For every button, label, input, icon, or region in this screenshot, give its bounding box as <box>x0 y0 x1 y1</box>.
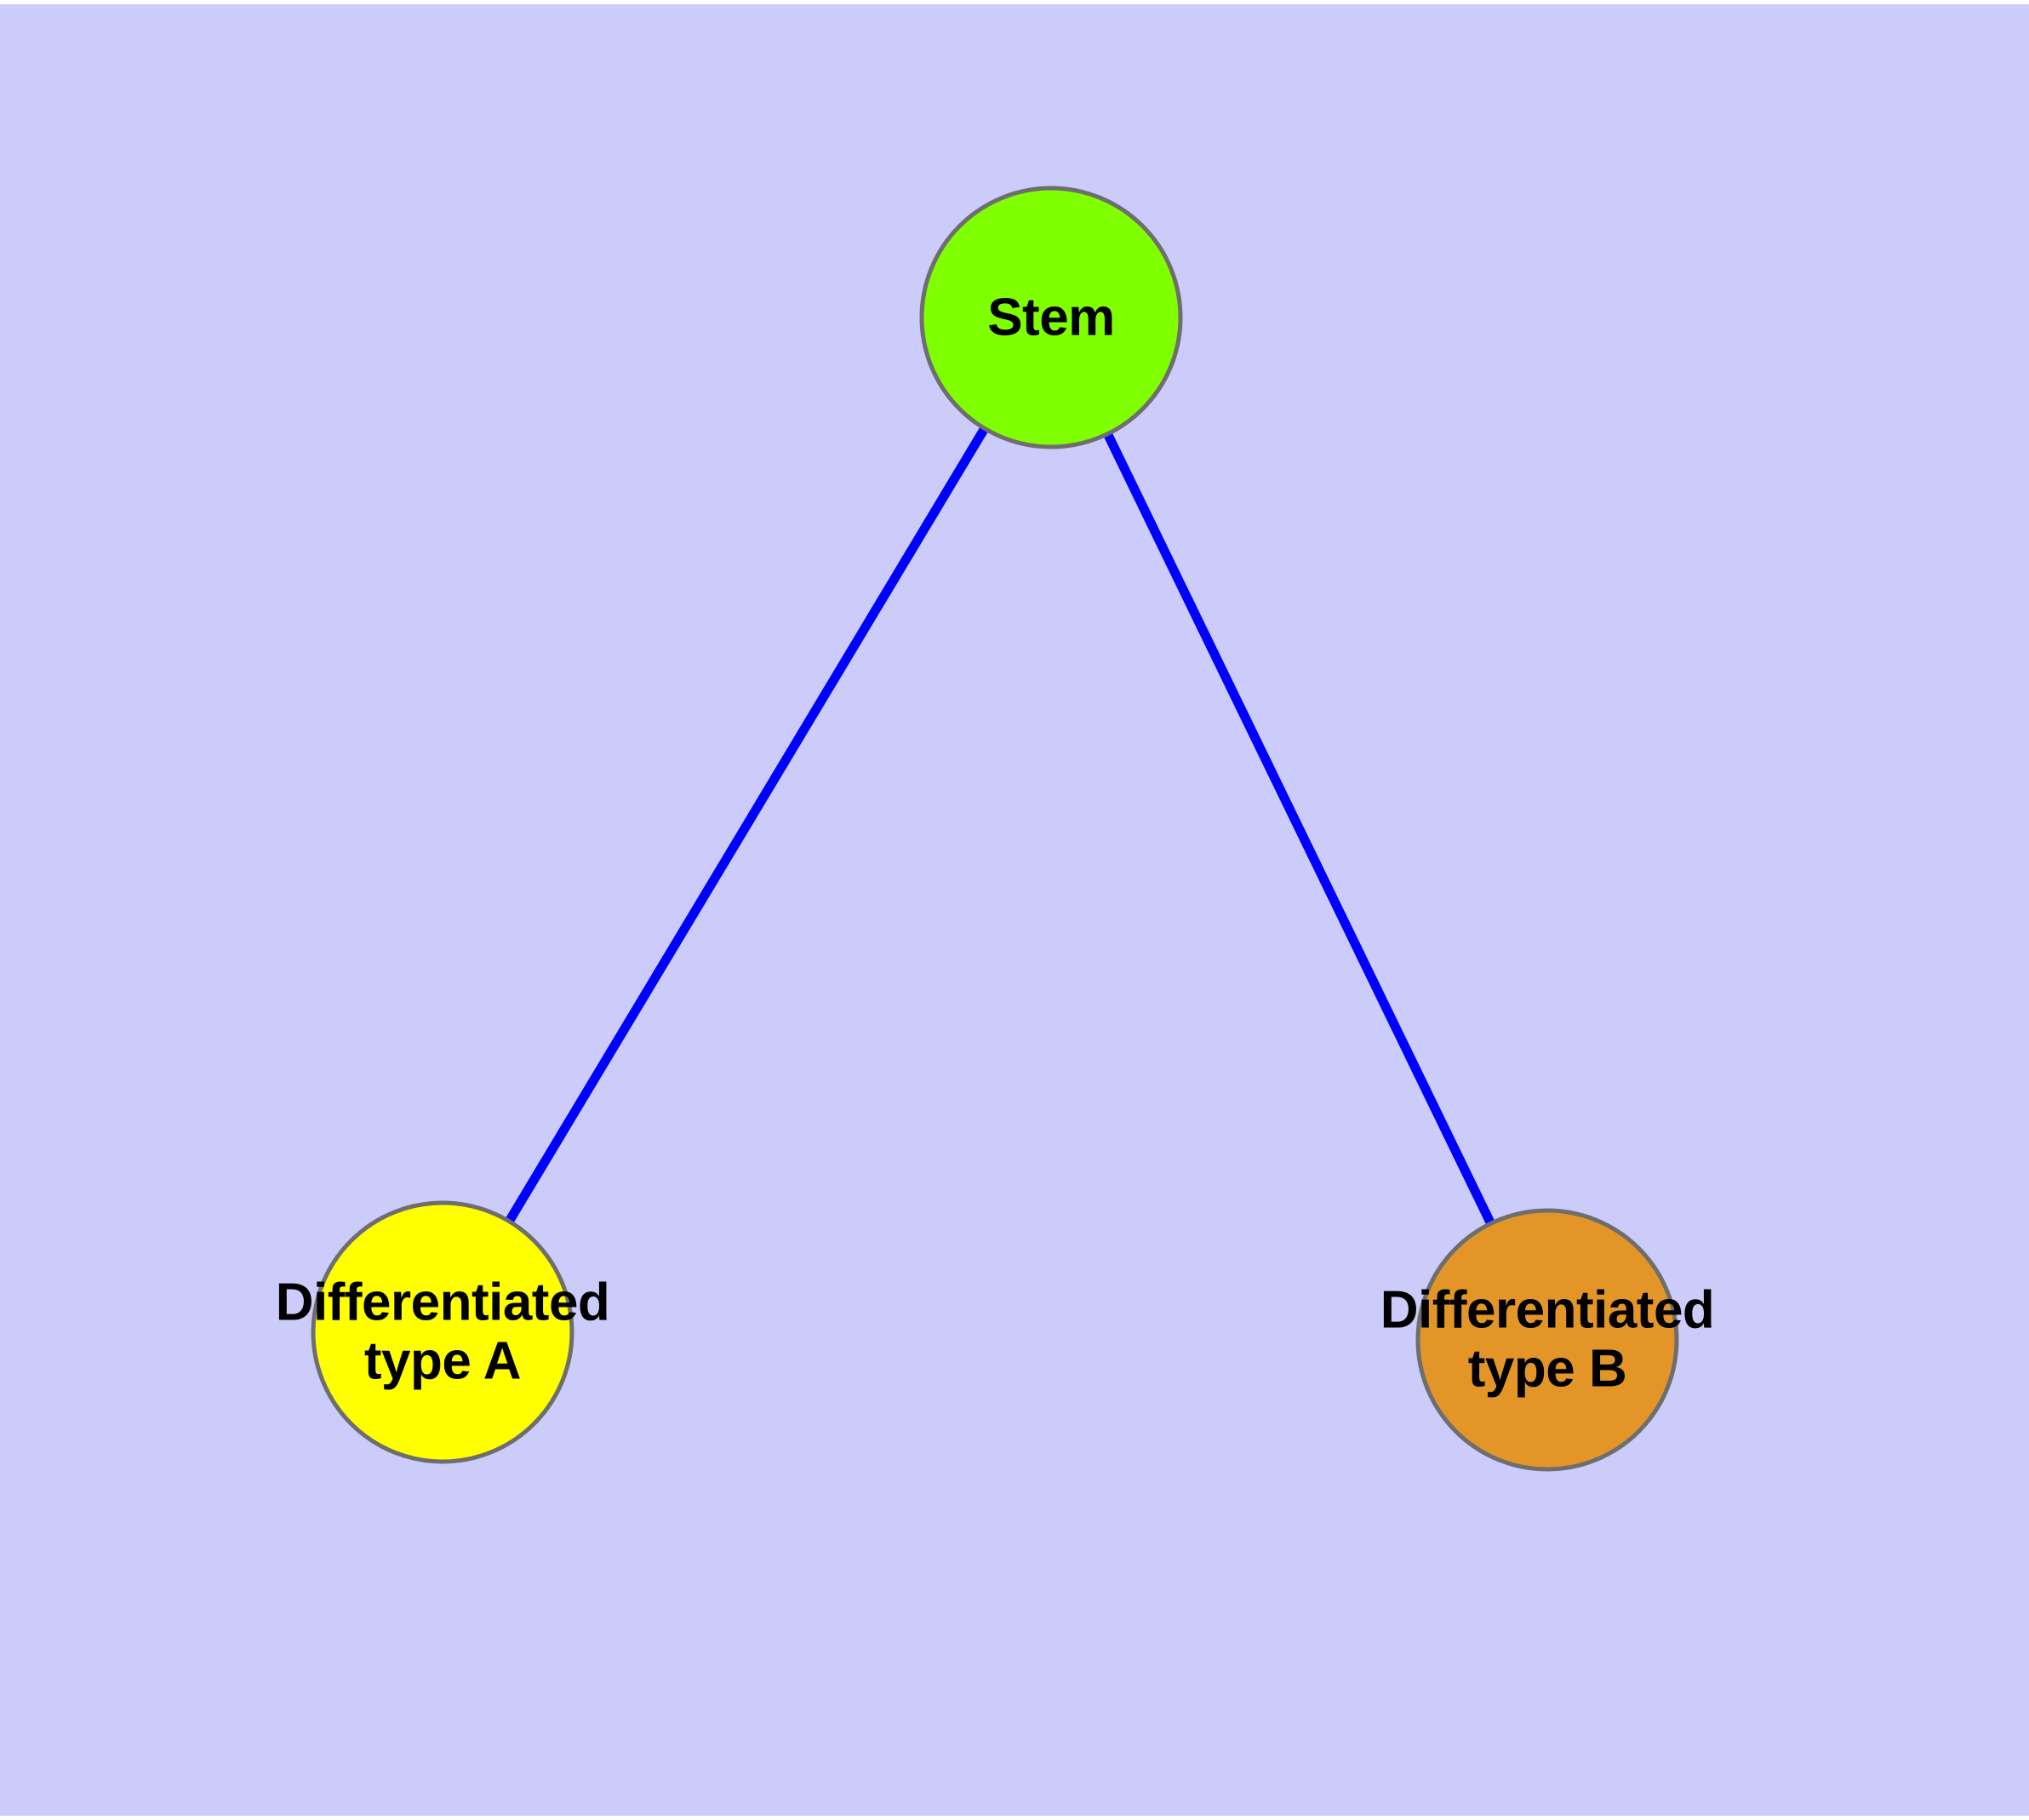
node-differentiated-type-a[interactable] <box>311 1200 574 1464</box>
edge-layer <box>505 426 1495 1226</box>
node-layer <box>311 186 1679 1472</box>
edge-stem-to-differentiated-type-b <box>1103 432 1495 1226</box>
node-differentiated-type-b[interactable] <box>1415 1208 1679 1472</box>
node-stem[interactable] <box>919 186 1183 449</box>
edge-stem-to-differentiated-type-a <box>505 426 989 1224</box>
